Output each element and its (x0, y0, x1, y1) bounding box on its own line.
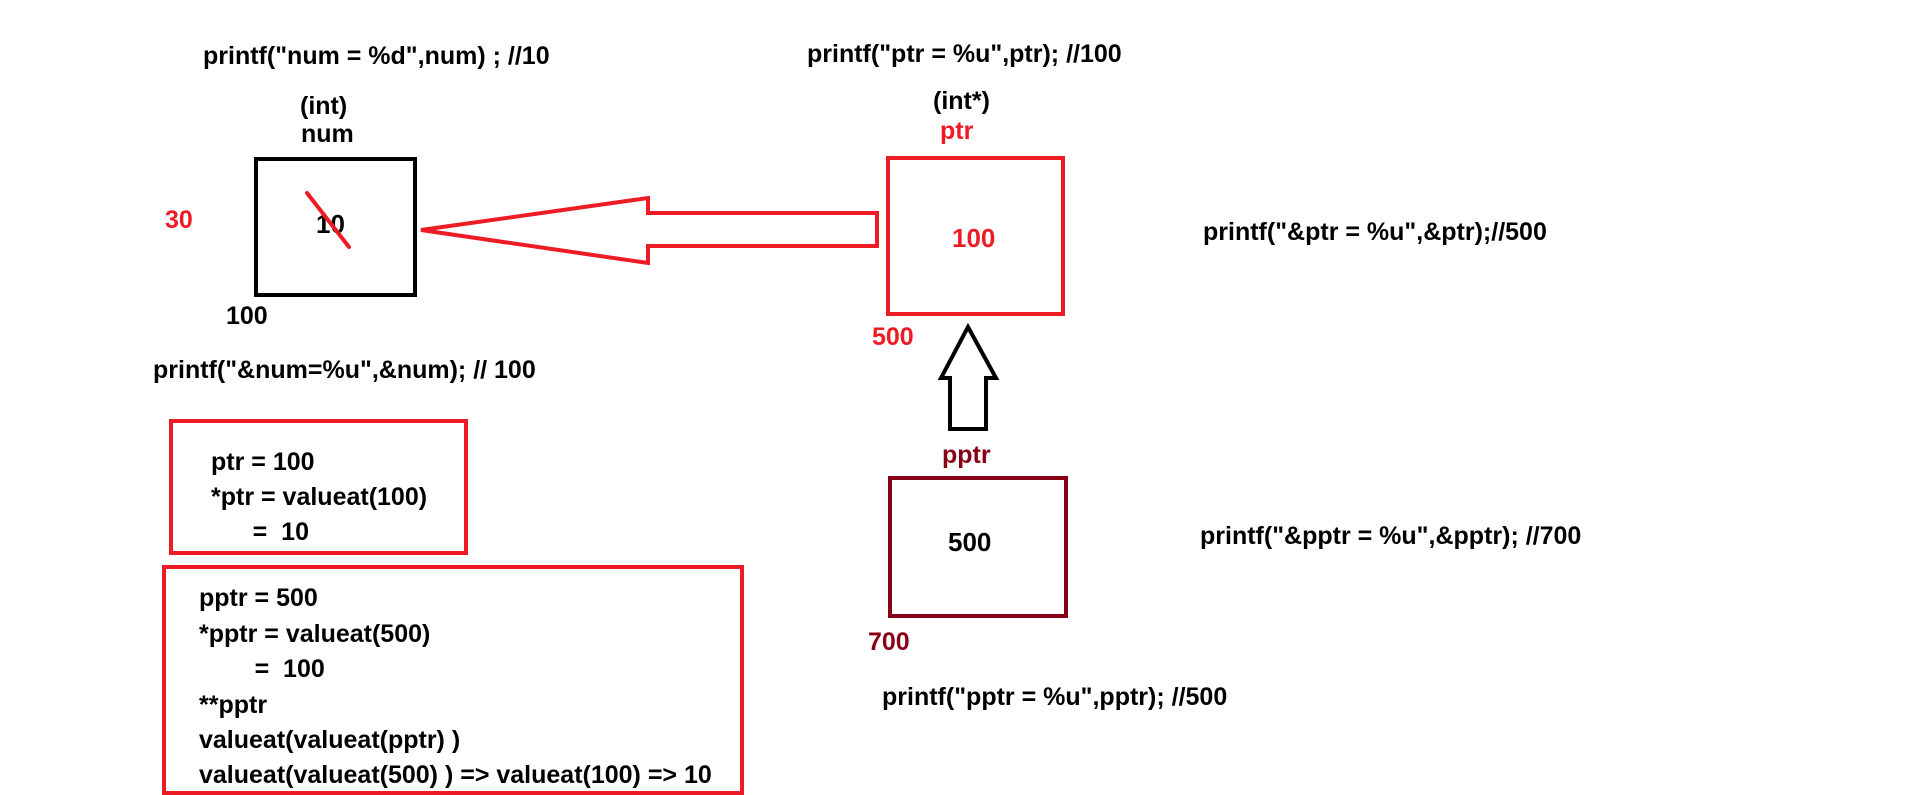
ptr-note-line-1: ptr = 100 (211, 448, 315, 476)
pptr-note-line-4: **pptr (199, 691, 268, 719)
ptr-type-label: (int*) (933, 87, 990, 115)
pptr-address: 700 (868, 628, 910, 656)
ptr-note-line-2: *ptr = valueat(100) (211, 483, 428, 511)
ptr-box: 100 (886, 156, 1065, 316)
hollow-up-arrow-icon (937, 322, 1000, 431)
printf-pptr-line: printf("pptr = %u",pptr); //500 (882, 683, 1228, 711)
ptr-address: 500 (872, 323, 914, 351)
pptr-name-label: pptr (942, 441, 991, 469)
printf-addr-pptr-line: printf("&pptr = %u",&pptr); //700 (1200, 522, 1582, 550)
num-name-label: num (301, 120, 354, 148)
ptr-notes-box: ptr = 100 *ptr = valueat(100) = 10 (169, 419, 468, 555)
num-new-value: 30 (165, 206, 193, 234)
pptr-note-line-1: pptr = 500 (199, 584, 318, 612)
pptr-note-line-5: valueat(valueat(pptr) ) (199, 726, 461, 754)
strikethrough-icon (305, 191, 351, 249)
printf-addr-ptr-line: printf("&ptr = %u",&ptr);//500 (1203, 218, 1547, 246)
printf-ptr-line: printf("ptr = %u",ptr); //100 (807, 40, 1122, 68)
printf-num-line: printf("num = %d",num) ; //10 (203, 42, 550, 70)
diagram-arrows (305, 191, 1000, 431)
hollow-left-arrow-icon (420, 195, 879, 266)
pointer-diagram: printf("num = %d",num) ; //10 printf("pt… (153, 40, 1582, 795)
num-type-label: (int) (300, 92, 348, 120)
ptr-value: 100 (952, 223, 996, 253)
pptr-value: 500 (948, 527, 992, 557)
pptr-note-line-3: = 100 (199, 655, 325, 683)
num-address: 100 (226, 302, 268, 330)
printf-addr-num-line: printf("&num=%u",&num); // 100 (153, 356, 536, 384)
ptr-name-label: ptr (940, 117, 974, 145)
pptr-note-line-2: *pptr = valueat(500) (199, 620, 431, 648)
ptr-note-line-3: = 10 (211, 518, 309, 546)
pptr-box: 500 (888, 476, 1068, 618)
